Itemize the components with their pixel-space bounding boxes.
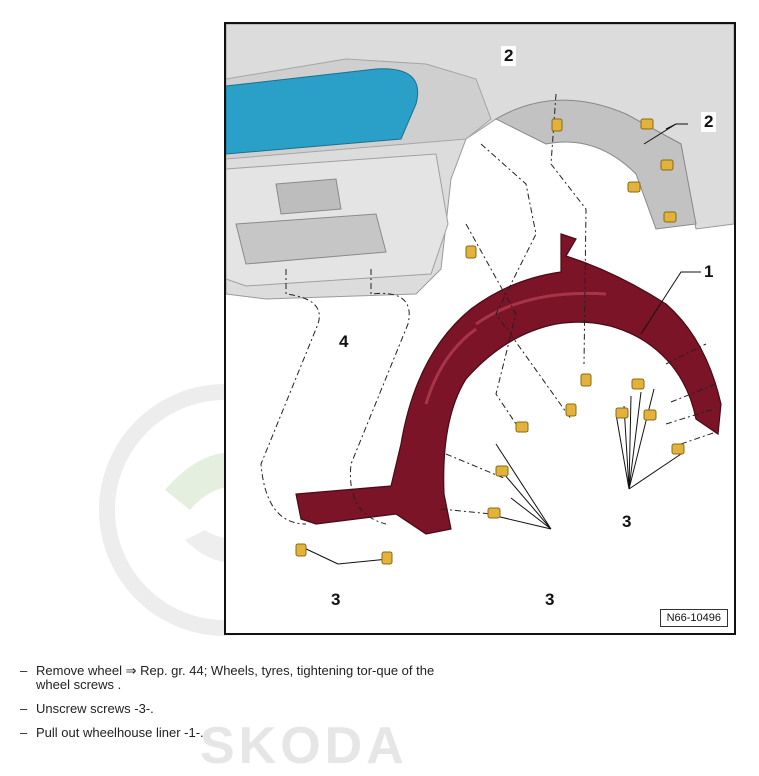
step-item: – Pull out wheelhouse liner -1-. <box>20 726 450 740</box>
wheelhouse-liner-shape <box>295 233 722 535</box>
headlight-shape <box>226 68 418 155</box>
screw-icon <box>295 543 307 557</box>
screw-icon <box>487 507 501 519</box>
screw-icon <box>551 118 563 132</box>
screw-icon <box>495 465 509 477</box>
screw-icon <box>615 407 629 419</box>
step-item: – Remove wheel ⇒ Rep. gr. 44; Wheels, ty… <box>20 664 450 692</box>
callout-2-top: 2 <box>501 46 517 66</box>
callout-3-right: 3 <box>619 512 635 532</box>
callout-4-clip: 4 <box>336 332 352 352</box>
callout-3-mid: 3 <box>542 590 558 610</box>
diagram-illustration <box>226 24 734 565</box>
step-text: Remove wheel ⇒ Rep. gr. 44; Wheels, tyre… <box>36 663 435 692</box>
step-bullet: – <box>20 701 28 716</box>
screw-icon <box>640 118 654 130</box>
screw-icon <box>515 421 529 433</box>
step-text: Unscrew screws -3-. <box>36 701 154 716</box>
callout-1-liner: 1 <box>701 262 717 282</box>
screw-icon <box>631 378 645 390</box>
screw-icon <box>643 409 657 421</box>
wheelhouse-liner-diagram: 2 2 1 4 3 3 3 N66-10496 <box>224 22 736 635</box>
screw-icon <box>565 403 577 417</box>
screw-icon <box>580 373 592 387</box>
screw-icon <box>671 443 685 455</box>
screw-icon <box>465 245 477 259</box>
screw-icon <box>660 159 674 171</box>
step-bullet: – <box>20 725 28 740</box>
instruction-steps: – Remove wheel ⇒ Rep. gr. 44; Wheels, ty… <box>20 664 450 750</box>
screw-icon <box>381 551 393 565</box>
step-item: – Unscrew screws -3-. <box>20 702 450 716</box>
screw-icon <box>627 181 641 193</box>
step-text: Pull out wheelhouse liner -1-. <box>36 725 204 740</box>
callout-2-right: 2 <box>701 112 717 132</box>
step-bullet: – <box>20 663 28 678</box>
callout-3-left: 3 <box>328 590 344 610</box>
figure-reference-number: N66-10496 <box>659 609 728 627</box>
screw-icon <box>663 211 677 223</box>
